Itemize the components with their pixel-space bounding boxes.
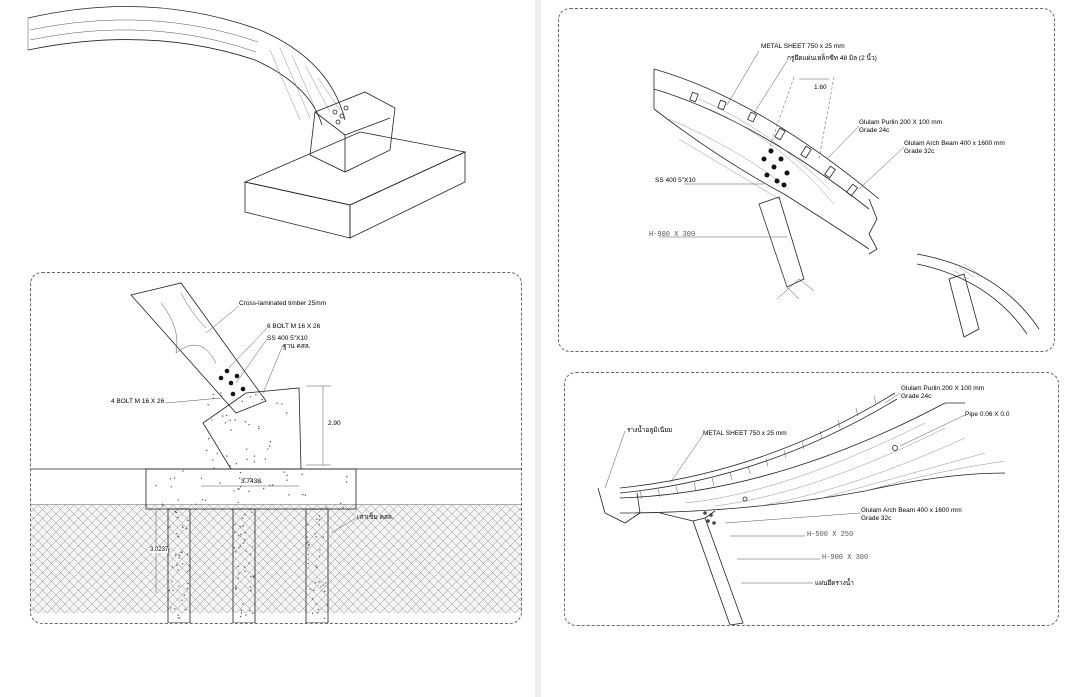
right-sheet: METAL SHEET 750 x 25 mm กรูยึดแผ่นเหล็กซ… [541, 0, 1076, 697]
label-metal-sheet-eave: METAL SHEET 750 x 25 mm [703, 430, 787, 437]
foundation-detail-panel: Cross-laminated timber 25mm 6 BOLT M 16 … [30, 272, 522, 624]
isometric-arch-view [27, 6, 467, 239]
label-base-footing: ฐาน คสล. [283, 343, 311, 350]
label-gutter: รางน้ำอลูมิเนียม [627, 427, 673, 434]
dim-pile-depth: 3.0237 [150, 547, 169, 553]
label-4-bolt: 4 BOLT M 16 X 26 [111, 398, 165, 405]
label-h900-eave: H-900 X 300 [822, 554, 869, 562]
purlin-detail-drawing [653, 50, 1040, 338]
label-arch-beam-eave: Glulam Arch Beam 400 x 1600 mm [861, 507, 962, 514]
purlin-detail-panel: METAL SHEET 750 x 25 mm กรูยึดแผ่นเหล็กซ… [558, 8, 1055, 352]
label-arch-grade-top: Grade 32c [904, 148, 935, 155]
label-pile: เสาเข็ม คสล. [357, 514, 394, 521]
dim-footing-width: 3.7438 [241, 478, 261, 485]
label-downspout: แผ่นยึดรางน้ำ [815, 580, 854, 587]
label-hbeam-top: H-900 X 300 [649, 231, 696, 239]
eave-detail-drawing [597, 392, 1006, 625]
label-clt: Cross-laminated timber 25mm [239, 300, 327, 307]
label-purlin-grade-top: Grade 24c [859, 127, 890, 134]
label-purlin-grade-eave: Grade 24c [901, 393, 932, 400]
foundation-detail-drawing [31, 282, 521, 623]
label-ss400: SS 400 5"X10 [267, 335, 308, 342]
left-sheet: Cross-laminated timber 25mm 6 BOLT M 16 … [0, 0, 535, 697]
label-ss400-top: SS 400 5"X10 [655, 177, 696, 184]
eave-detail-panel: Glulam Purlin 200 X 100 mm Grade 24c ราง… [564, 372, 1059, 626]
label-purlin-eave: Glulam Purlin 200 X 100 mm [901, 385, 985, 392]
label-arch-beam-top: Glulam Arch Beam 400 x 1600 mm [904, 140, 1005, 147]
label-pipe: Pipe 0.06 X 0.0 [965, 411, 1010, 418]
label-metal-sheet-top: METAL SHEET 750 x 25 mm [761, 43, 845, 50]
dim-spacing: 1.60 [814, 84, 827, 91]
label-purlin-top: Glulam Purlin 200 X 100 mm [859, 119, 943, 126]
sheet-divider [535, 0, 541, 697]
label-h500: H-500 X 250 [807, 531, 854, 539]
label-arch-grade-eave: Grade 32c [861, 515, 892, 522]
label-6-bolt: 6 BOLT M 16 X 26 [267, 323, 321, 330]
dim-pedestal-height: 2.90 [328, 420, 341, 427]
label-screw: กรูยึดแผ่นเหล็กซีท 48 มิล (2 นิ้ว) [787, 55, 877, 62]
